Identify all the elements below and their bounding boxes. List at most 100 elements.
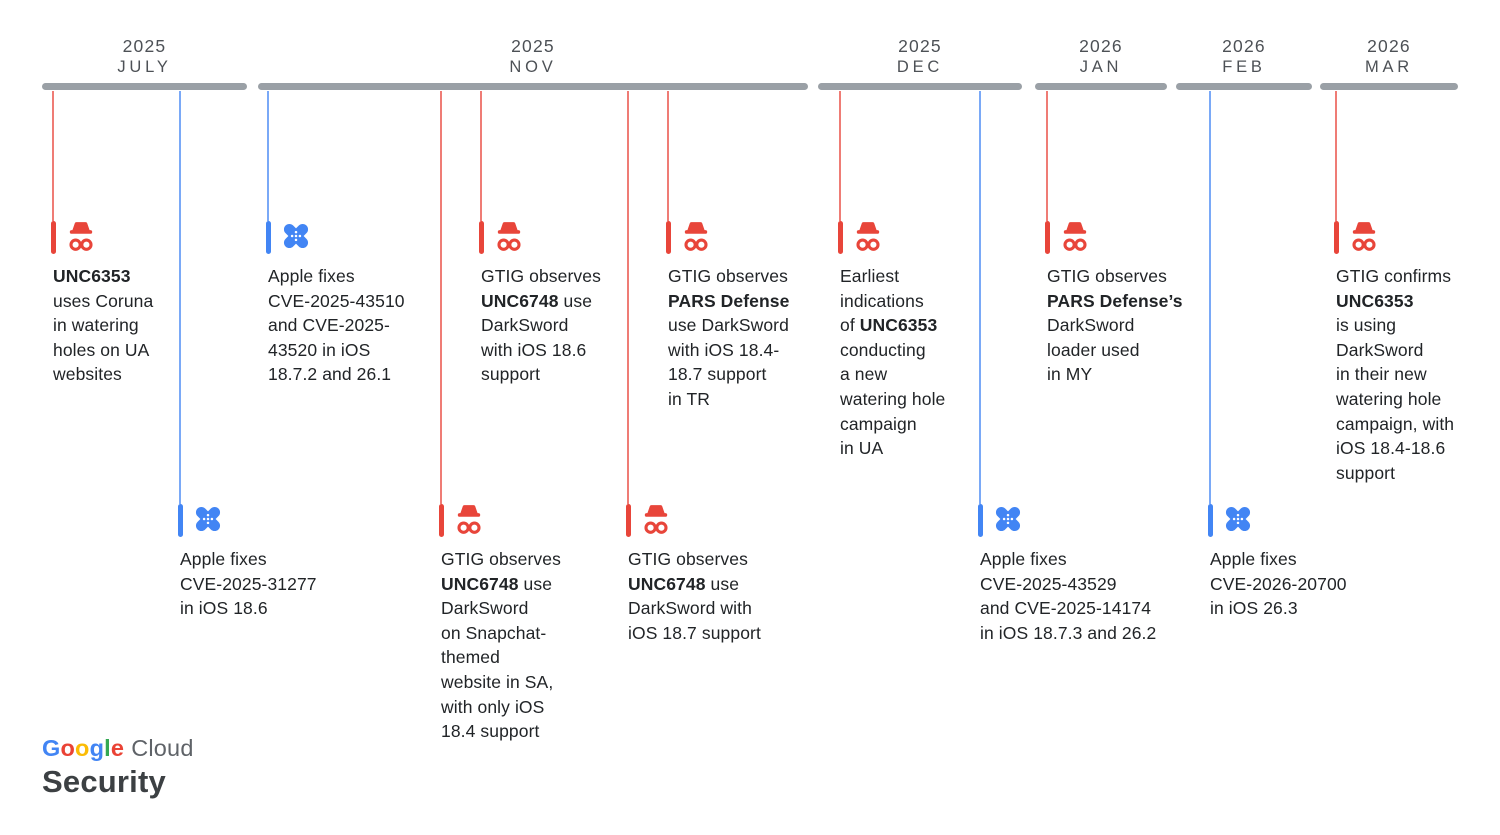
event-text-line: in their new [1336,362,1454,387]
event-text-line: uses Coruna [53,289,153,314]
event-text-line: in watering [53,313,153,338]
event-text-line: 18.7.2 and 26.1 [268,362,405,387]
incognito-threat-actor-icon [1346,219,1382,253]
event-text-line: Apple fixes [1210,547,1347,572]
event-text-line: CVE-2025-43529 [980,572,1156,597]
event-text-bold: PARS Defense [668,290,790,311]
event-text-bold: UNC6353 [53,266,131,286]
event-line-cap [1044,221,1050,254]
event-drop-line [440,91,442,504]
timeline-segment-bar-mar [1320,83,1458,90]
event-text-segment: 18.7.2 and 26.1 [268,364,392,385]
event-line-cap [438,504,444,537]
date-month: NOV [509,58,557,76]
event-text-line: UNC6748 use [628,572,761,597]
event-text-segment: indications [840,290,924,311]
event-text-line: loader used [1047,338,1183,363]
event-text-line: UNC6353 [53,264,153,289]
event-line-cap [1333,221,1339,254]
event-text-line: Earliest [840,264,945,289]
event-text-line: GTIG observes [481,264,601,289]
event-text-segment: 43520 in iOS [268,339,371,360]
event-text-segment: use [705,573,740,594]
event-text-line: watering hole [840,387,945,412]
event-text-line: conducting [840,338,945,363]
event-text-segment: DarkSword [481,315,569,336]
event-text-line: with iOS 18.4- [668,338,789,363]
event-text-segment: Apple fixes [980,549,1067,569]
event-text-segment: website in SA, [441,671,554,692]
google-logo-letter: g [89,735,105,761]
event-text-segment: with iOS 18.6 [481,339,587,360]
timeline-segment-bar-jan [1035,83,1167,90]
event-line-cap [265,221,271,254]
event-text-segment: CVE-2025-31277 [180,573,317,594]
event-text-line: and CVE-2025- [268,313,405,338]
bandaid-patch-icon [990,502,1026,536]
event-text-segment: Apple fixes [1210,549,1297,569]
event-text-line: UNC6748 use [481,289,601,314]
event-text-segment: iOS 18.4-18.6 [1336,438,1446,459]
event-text-segment: Earliest [840,266,900,286]
event-text-segment: 18.7 support [668,364,767,385]
google-logo-letter: l [104,735,111,761]
cloud-logo-label: Cloud [131,735,194,761]
event-text-segment: in MY [1047,364,1093,385]
event-text-line: a new [840,362,945,387]
event-text-line: and CVE-2025-14174 [980,596,1156,621]
event-text-segment: in UA [840,438,884,459]
timeline-segment-bar-nov [258,83,808,90]
event-text-line: in iOS 18.6 [180,596,317,621]
date-year: 2026 [1367,36,1411,56]
event-text-bold: PARS Defense’s [1047,290,1183,311]
event-text-segment: with iOS 18.4- [668,339,780,360]
event-text-segment: campaign [840,413,917,434]
event-text-segment: support [481,364,541,385]
event-line-cap [665,221,671,254]
event-text-segment: GTIG confirms [1336,266,1452,286]
event-text-line: support [1336,461,1454,486]
event-text-segment: on Snapchat- [441,622,547,643]
event-text-line: in iOS 18.7.3 and 26.2 [980,621,1156,646]
event-text-line: GTIG observes [1047,264,1183,289]
event-text-line: websites [53,362,153,387]
event-drop-line [179,91,181,504]
event-text-segment: CVE-2026-20700 [1210,573,1347,594]
event-drop-line [979,91,981,504]
event-text-segment: in iOS 18.7.3 and 26.2 [980,622,1157,643]
event-text-line: iOS 18.4-18.6 [1336,436,1454,461]
incognito-threat-actor-icon [451,502,487,536]
bandaid-patch-icon [1220,502,1256,536]
event-drop-line [667,91,669,221]
event-text-line: Apple fixes [180,547,317,572]
event-drop-line [1209,91,1211,504]
event-text-line: UNC6748 use [441,572,561,597]
google-logo-letter: o [60,735,76,761]
date-month: MAR [1364,58,1414,76]
event-text-segment: CVE-2025-43510 [268,290,405,311]
event-line-cap [977,504,983,537]
event-text-segment: loader used [1047,339,1140,360]
event-text-line: GTIG confirms [1336,264,1454,289]
event-text-segment: Apple fixes [180,549,267,569]
event-line-cap [1207,504,1213,537]
event-text-segment: holes on UA [53,339,150,360]
event-text-line: DarkSword [1047,313,1183,338]
event-text-segment: with only iOS [441,696,545,717]
event-text-line: DarkSword [1336,338,1454,363]
event-line-cap [625,504,631,537]
event-text-line: on Snapchat- [441,621,561,646]
google-logo-letter: e [110,735,125,761]
event-text-segment: of [840,315,860,336]
date-year: 2025 [511,36,555,56]
event-text-line: in iOS 26.3 [1210,596,1347,621]
event-text-line: DarkSword [481,313,601,338]
